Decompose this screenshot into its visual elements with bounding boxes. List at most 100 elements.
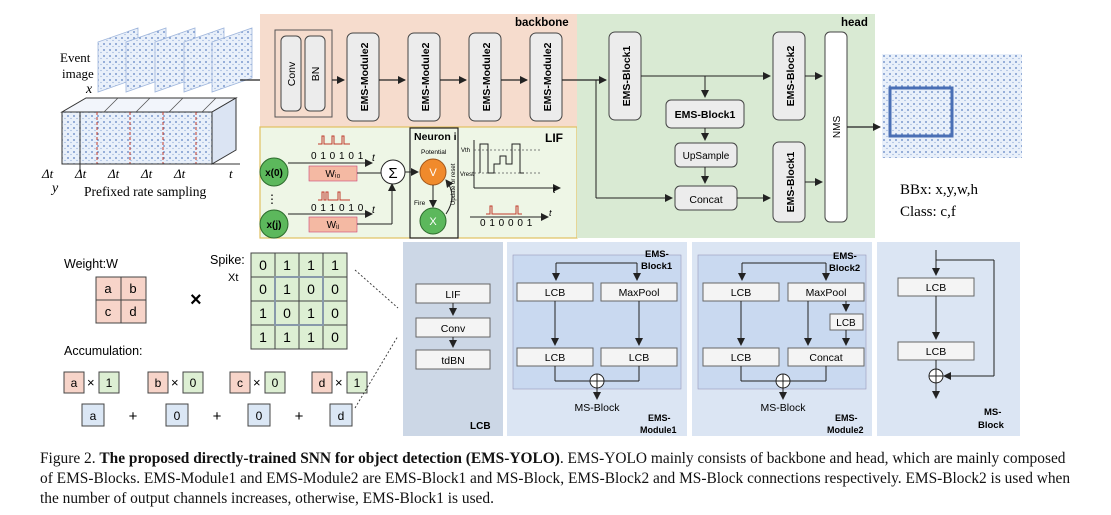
weight-b: b bbox=[129, 281, 136, 296]
spike-cell bbox=[274, 252, 300, 278]
nms-label: NMS bbox=[832, 116, 843, 139]
input-section: Event image x Δt Δt bbox=[41, 27, 269, 199]
axis-y-label: y bbox=[50, 181, 59, 196]
lcb-panel: LIF Conv tdBN LCB bbox=[403, 242, 503, 436]
potential-label: Potential bbox=[421, 149, 447, 156]
spike-cell bbox=[274, 300, 300, 326]
msblock-bg bbox=[877, 242, 1020, 436]
kernel-window bbox=[274, 276, 324, 326]
v-label: V bbox=[429, 167, 437, 179]
caption-rest: . EMS-YOLO mainly consists of backbone a… bbox=[40, 450, 1071, 507]
plus-symbol: + bbox=[129, 408, 138, 425]
conv-block bbox=[280, 35, 302, 112]
ems-module2-panel: EMS- Block2 LCB MaxPool LCB LCB Concat M… bbox=[692, 242, 872, 436]
module2-maxpool-label: MaxPool bbox=[806, 287, 847, 299]
ems-block2-label: EMS-Block2 bbox=[785, 46, 797, 107]
t-label: t bbox=[549, 208, 552, 218]
lcb-lif-label: LIF bbox=[445, 289, 460, 301]
module2-lcb-label: LCB bbox=[731, 352, 751, 364]
spike-bits-out: 0 1 0 0 0 1 bbox=[480, 218, 533, 229]
spike-value: 1 bbox=[307, 305, 315, 321]
sum-value: a bbox=[90, 409, 97, 423]
sum-value: 0 bbox=[256, 409, 263, 423]
spike-train-mid bbox=[318, 191, 350, 201]
spike-value: 1 bbox=[307, 329, 315, 345]
module2-block-title-2: Block2 bbox=[829, 263, 860, 274]
ems-module2-label: EMS-Module2 bbox=[542, 42, 554, 111]
product-weight: c bbox=[237, 376, 243, 390]
product-spike: 0 bbox=[272, 376, 279, 390]
class-text: Class: c,f bbox=[900, 204, 956, 220]
times-symbol: × bbox=[87, 375, 95, 390]
caption-bold: The proposed directly-trained SNN for ob… bbox=[99, 450, 560, 467]
plus-symbol: + bbox=[213, 408, 222, 425]
spike-sub-label: Xt bbox=[228, 272, 238, 284]
spike-cell bbox=[298, 324, 324, 350]
lcb-tdbn-block bbox=[415, 349, 491, 370]
spike-cell bbox=[298, 300, 324, 326]
w0-label: Wᵢ₀ bbox=[325, 169, 340, 180]
spike-value: 0 bbox=[331, 329, 339, 345]
times-symbol: × bbox=[190, 289, 202, 311]
event-volume bbox=[60, 97, 238, 172]
module1-title-2: Module1 bbox=[640, 425, 677, 435]
module1-msblock-label: MS-Block bbox=[575, 402, 621, 414]
bounding-box bbox=[888, 86, 954, 138]
x0-label: x(0) bbox=[265, 168, 283, 179]
conv-bn-group bbox=[274, 29, 333, 118]
sum-cell bbox=[329, 403, 353, 427]
lif-title: LIF bbox=[545, 131, 563, 145]
input-neuron-j bbox=[259, 209, 289, 239]
input-neuron-0 bbox=[259, 157, 289, 187]
ems-module1-panel: EMS- Block1 LCB MaxPool LCB LCB MS-Block… bbox=[507, 242, 687, 436]
msblock-lcb-label: LCB bbox=[926, 346, 946, 358]
head-title: head bbox=[841, 17, 868, 29]
spike-value: 1 bbox=[283, 329, 291, 345]
t-label: t bbox=[372, 205, 376, 216]
axis-x-label: x bbox=[85, 82, 93, 97]
product-weight-cell bbox=[63, 371, 85, 394]
sum-value: 0 bbox=[174, 409, 181, 423]
module2-maxpool-block bbox=[787, 282, 865, 302]
spike-value: 0 bbox=[259, 257, 267, 273]
vdots: ⋮ bbox=[266, 192, 278, 206]
sum-value: d bbox=[338, 409, 345, 423]
wj-label: Wᵢⱼ bbox=[327, 220, 340, 231]
bn-block bbox=[304, 35, 326, 112]
delta-t-label: Δt bbox=[140, 166, 153, 181]
backbone-section: backbone Conv BN EMS-Module2 EMS-Module2… bbox=[260, 14, 577, 127]
spike-cell bbox=[322, 252, 348, 278]
delta-t-label: Δt bbox=[107, 166, 120, 181]
spike-cell bbox=[250, 252, 276, 278]
vth-label: Vth bbox=[461, 148, 470, 154]
product-weight: d bbox=[319, 376, 326, 390]
ems-module2-block bbox=[529, 32, 563, 122]
t-label: t bbox=[372, 153, 376, 164]
msblock-lcb-label: LCB bbox=[926, 282, 946, 294]
connector-dashed bbox=[354, 269, 399, 309]
xj-label: x(j) bbox=[267, 220, 282, 231]
module1-maxpool-label: MaxPool bbox=[619, 287, 660, 299]
weight-a: a bbox=[104, 281, 112, 296]
product-spike-cell bbox=[98, 371, 120, 394]
spike-value: 1 bbox=[307, 257, 315, 273]
sum-cell bbox=[247, 403, 271, 427]
fire-label: Fire bbox=[414, 200, 426, 207]
msblock-title-1: MS- bbox=[984, 407, 1001, 418]
sum-symbol: Σ bbox=[388, 165, 397, 182]
ems-block1-label: EMS-Block1 bbox=[675, 109, 736, 121]
spike-value: 1 bbox=[283, 257, 291, 273]
weight-label: Weight:W bbox=[64, 257, 118, 271]
product-spike: 0 bbox=[190, 376, 197, 390]
ms-block-panel: LCB LCB MS- Block bbox=[877, 242, 1020, 436]
module2-lcb-small-label: LCB bbox=[836, 318, 856, 329]
axis-t-label: t bbox=[229, 166, 233, 181]
module2-title-1: EMS- bbox=[835, 413, 858, 423]
upsample-block bbox=[674, 142, 738, 168]
delta-t-label: Δt bbox=[74, 166, 87, 181]
lif-panel: LIF x(0) ⋮ x(j) 0 1 0 1 0 1 t Wᵢ₀ 0 1 1 … bbox=[259, 126, 578, 239]
module2-block-title-1: EMS- bbox=[833, 251, 857, 262]
